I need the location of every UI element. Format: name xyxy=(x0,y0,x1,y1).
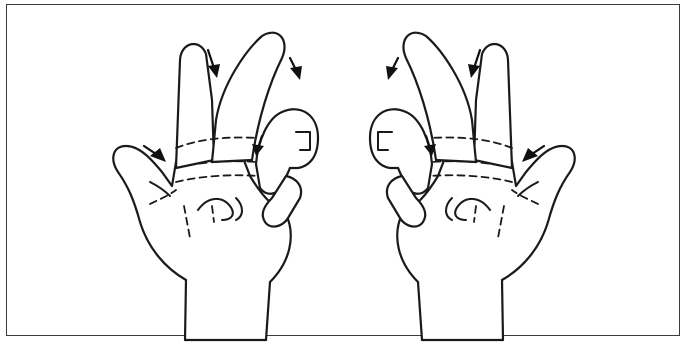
right-hand-icon xyxy=(370,33,575,340)
left-index-finger xyxy=(176,44,214,168)
left-hand-icon xyxy=(113,33,318,340)
right-index-finger xyxy=(474,44,512,168)
motion-arrow-icon xyxy=(208,50,220,78)
motion-arrow-icon xyxy=(290,58,302,80)
motion-arrow-icon xyxy=(386,58,398,80)
motion-arrow-icon xyxy=(468,50,480,78)
